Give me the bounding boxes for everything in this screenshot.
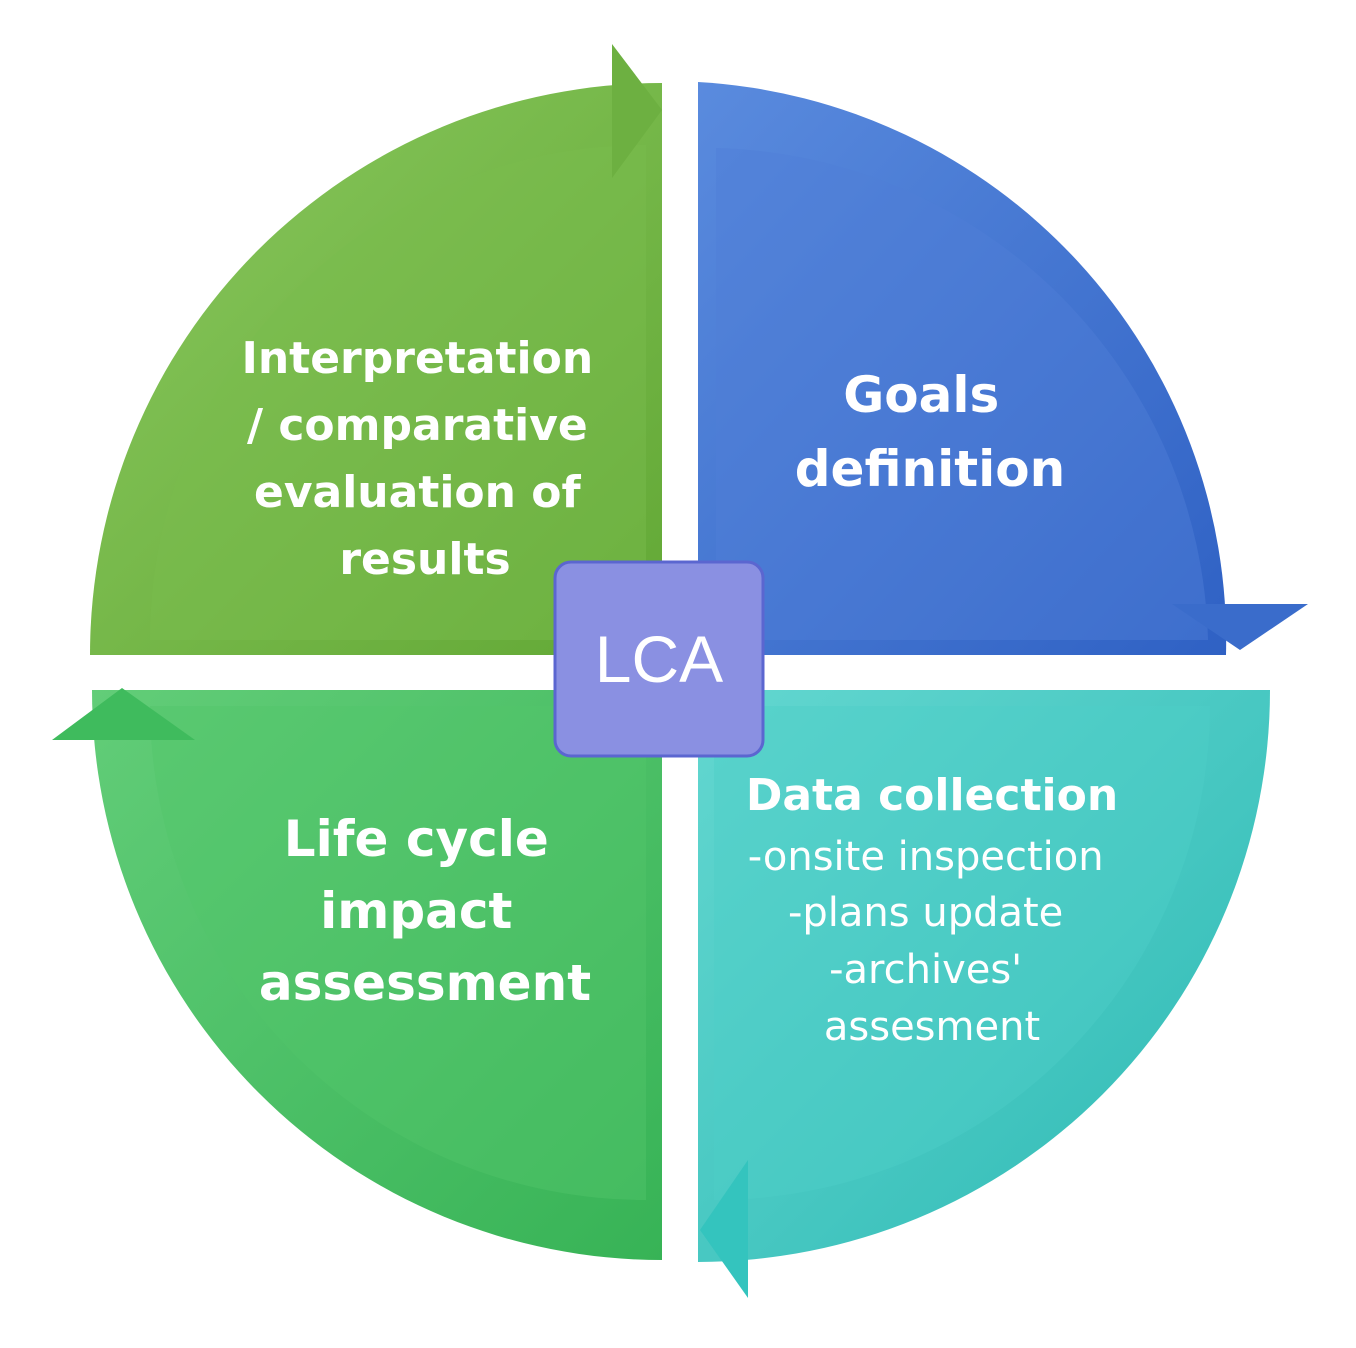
data-item-1: -onsite inspection <box>748 834 1104 880</box>
data-item-3: -archives' <box>829 947 1022 993</box>
quadrant-goals-shape <box>698 82 1227 655</box>
arrow-head-interpretation <box>612 44 662 178</box>
impact-line-1: Life cycle <box>284 810 549 868</box>
quadrant-interpretation-inner-band <box>150 144 646 641</box>
quadrant-impact-shape <box>92 690 662 1260</box>
data-item-4: assesment <box>824 1004 1040 1050</box>
interpretation-line-1: Interpretation <box>241 333 593 384</box>
center-lca-box <box>553 560 765 758</box>
center-lca: LCA <box>553 560 765 758</box>
center-lca-label: LCA <box>595 622 723 696</box>
quadrant-interpretation-shape <box>90 83 662 655</box>
data-collection-items: -onsite inspection -plans update -archiv… <box>748 834 1117 1050</box>
interpretation-line-2: / comparative <box>247 400 588 451</box>
arrow-head-goals <box>1172 604 1308 650</box>
quadrant-impact-assessment: Life cycle impact assessment <box>52 688 662 1260</box>
arrow-head-impact <box>52 688 195 740</box>
quadrant-data-inner-band <box>714 706 1210 1201</box>
goals-line-2: definition <box>795 440 1065 498</box>
impact-text: Life cycle impact assessment <box>259 810 591 1012</box>
data-item-2: -plans update <box>788 890 1063 936</box>
goals-text: Goals definition <box>795 366 1065 498</box>
quadrant-data-collection: Data collection -onsite inspection -plan… <box>698 690 1270 1298</box>
data-collection-title: Data collection <box>746 770 1118 821</box>
quadrant-interpretation: Interpretation / comparative evaluation … <box>90 44 662 655</box>
impact-line-2: impact <box>320 882 512 940</box>
arrow-head-data <box>700 1160 748 1298</box>
interpretation-line-3: evaluation of <box>254 467 582 518</box>
goals-line-1: Goals <box>843 366 999 424</box>
quadrant-impact-inner-band <box>150 706 646 1201</box>
impact-line-3: assessment <box>259 954 591 1012</box>
quadrant-goals-inner-band <box>716 148 1208 640</box>
quadrant-goals-definition: Goals definition <box>698 82 1308 655</box>
interpretation-text: Interpretation / comparative evaluation … <box>241 333 608 585</box>
quadrant-data-shape <box>698 690 1270 1262</box>
interpretation-line-4: results <box>339 534 510 585</box>
